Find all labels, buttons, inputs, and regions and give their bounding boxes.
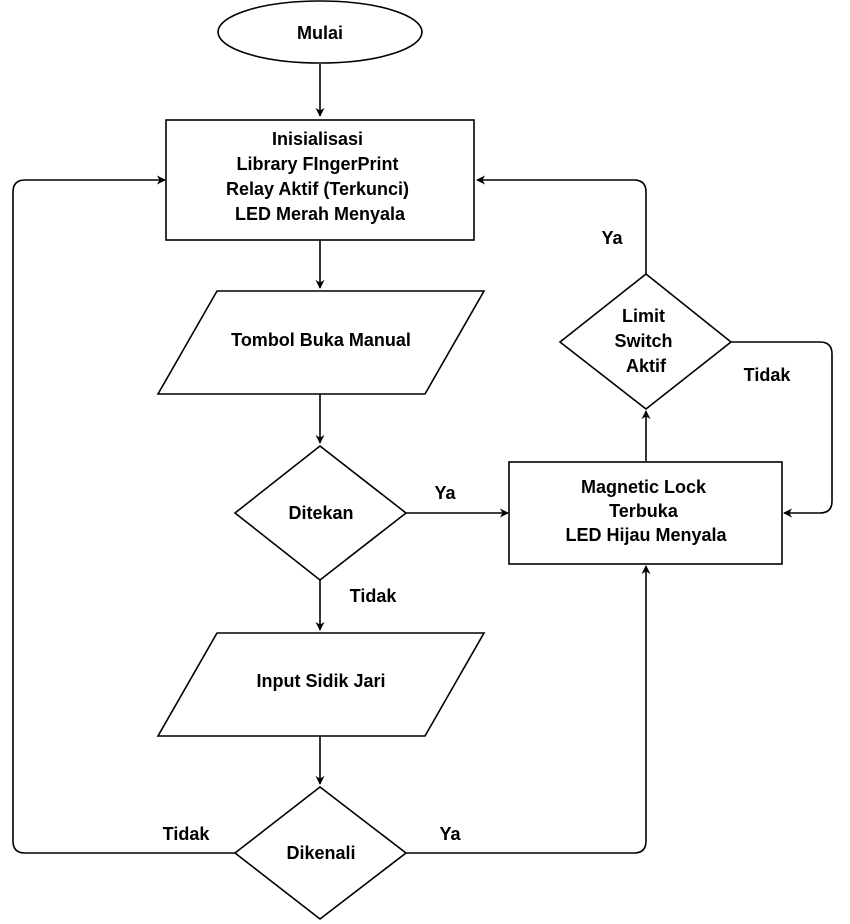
svg-text:Mulai: Mulai — [297, 23, 343, 43]
limit-switch-line-1: Limit — [622, 306, 665, 326]
limit-switch-line-3: Aktif — [626, 356, 667, 376]
svg-text:Tombol Buka Manual: Tombol Buka Manual — [231, 330, 411, 350]
svg-text:Inisialisasi Library FIn: Inisialisasi Library FIngerPrint Relay A… — [226, 129, 414, 224]
limit-switch-line-2: Switch — [614, 331, 672, 351]
pressed-no-label: Tidak — [350, 586, 398, 606]
svg-text:Input Sidik Jari: Input Sidik Jari — [256, 671, 385, 691]
start-label: Mulai — [297, 23, 343, 43]
fingerprint-input-label: Input Sidik Jari — [256, 671, 385, 691]
recognized-label: Dikenali — [286, 843, 355, 863]
svg-text:Limit Switch Aktif: Limit Switch Aktif — [614, 306, 677, 376]
unlock-line-3: LED Hijau Menyala — [565, 525, 727, 545]
init-process: Inisialisasi Library FIngerPrint Relay A… — [165, 119, 475, 241]
edge-limit-no-to-unlock — [731, 341, 833, 518]
unlock-line-1: Magnetic Lock — [581, 477, 707, 497]
manual-button-label: Tombol Buka Manual — [231, 330, 411, 350]
edge-recognized-yes-to-unlock — [406, 565, 651, 854]
edge-recognized-no-to-init — [12, 175, 235, 854]
pressed-decision: Ditekan — [233, 444, 408, 582]
unlock-process: Magnetic Lock Terbuka LED Hijau Menyala — [508, 461, 783, 565]
limit-no-label: Tidak — [744, 365, 792, 385]
init-line-2: Library FIngerPrint — [236, 154, 398, 174]
fingerprint-input: Input Sidik Jari — [156, 632, 486, 737]
recognized-no-label: Tidak — [163, 824, 211, 844]
limit-yes-label: Ya — [601, 228, 623, 248]
svg-text:Magnetic Lock Terbuka: Magnetic Lock Terbuka LED Hijau Menyala — [565, 477, 727, 545]
svg-text:Ditekan: Ditekan — [288, 503, 353, 523]
init-line-3: Relay Aktif (Terkunci) — [226, 179, 409, 199]
start-terminal: Mulai — [217, 0, 423, 64]
limit-switch-decision: Limit Switch Aktif — [558, 272, 733, 411]
svg-text:Dikenali: Dikenali — [286, 843, 355, 863]
edge-limit-yes-to-init — [476, 175, 647, 274]
pressed-yes-label: Ya — [434, 483, 456, 503]
recognized-yes-label: Ya — [439, 824, 461, 844]
pressed-label: Ditekan — [288, 503, 353, 523]
init-line-4: LED Merah Menyala — [235, 204, 406, 224]
manual-button-input: Tombol Buka Manual — [156, 290, 486, 395]
unlock-line-2: Terbuka — [609, 501, 679, 521]
recognized-decision: Dikenali — [233, 785, 408, 921]
init-line-1: Inisialisasi — [272, 129, 363, 149]
